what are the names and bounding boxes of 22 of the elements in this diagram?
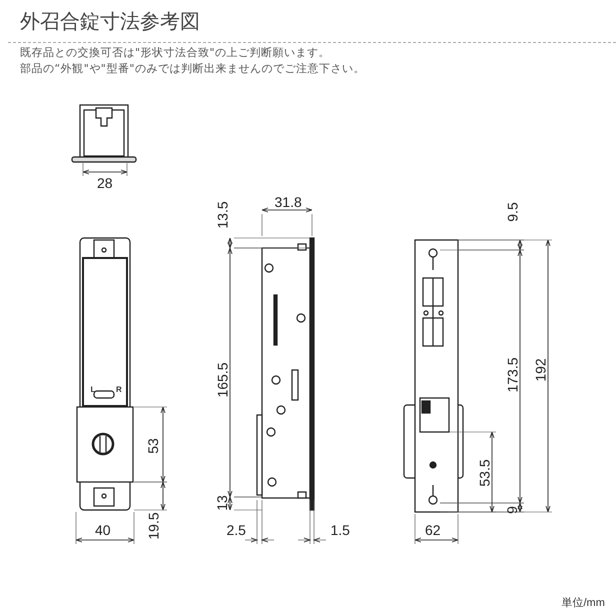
dimension-value: 173.5 (505, 357, 520, 393)
dimension-value: 192 (533, 358, 548, 382)
page-title: 外召合錠寸法参考図 (20, 8, 200, 35)
dimension-value: 53.5 (477, 459, 492, 487)
dimension-value: 53 (146, 438, 160, 454)
dimension-value: 28 (97, 176, 113, 190)
note-text: 既存品との交換可否は"形状寸法合致"の上ご判断願います。 (20, 47, 330, 58)
dimension-value: 9 (504, 506, 519, 514)
dimension-value: 2.5 (226, 523, 246, 537)
hand-marking: R (116, 386, 122, 394)
dimension-value: 13 (214, 495, 229, 511)
dimension-value: 13.5 (215, 201, 230, 229)
dimension-value: 62 (425, 523, 441, 537)
note-text: 部品の“外観"や"型番"のみでは判断出来ませんのでご注意下さい。 (20, 63, 365, 74)
dimension-value: 9.5 (505, 202, 520, 222)
unit-note: 単位/mm (562, 598, 605, 608)
dimension-value: 1.5 (330, 523, 350, 537)
hand-marking: L (90, 386, 96, 394)
dimension-value: 19.5 (146, 512, 160, 540)
dimension-value: 165.5 (215, 362, 230, 398)
dimension-value: 40 (95, 523, 111, 537)
dimension-value: 31.8 (274, 195, 302, 209)
